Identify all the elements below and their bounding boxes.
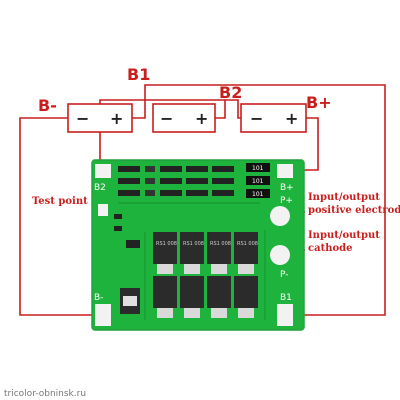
pad-b-minus (95, 304, 111, 326)
label-io-cathode-2: cathode (308, 243, 352, 254)
wire-b2 (215, 99, 241, 119)
smd-part (114, 226, 122, 231)
smd-part (114, 214, 122, 219)
pad-p-plus (270, 206, 290, 226)
resistor-2-code: 101 (252, 178, 264, 185)
label-io-positive-2: positive electrode (308, 205, 400, 216)
pcb-label-p-minus: P- (280, 270, 288, 280)
battery-1-plus: + (110, 109, 123, 128)
resistor-2: 101 (246, 176, 270, 185)
battery-cell-2: − + (152, 103, 216, 133)
battery-3-plus: + (285, 109, 298, 128)
resistor-3: 101 (246, 189, 270, 198)
pcb-label-p-plus: P+ (280, 196, 293, 206)
resistor-1-code: 101 (252, 165, 264, 172)
pad-b-plus (277, 164, 293, 178)
resistor-1: 101 (246, 163, 270, 172)
mosfet-marking: RS1 008 (156, 241, 177, 247)
battery-2-minus: − (160, 109, 173, 128)
battery-cell-3: − + (240, 103, 307, 133)
label-b1: B1 (127, 65, 150, 84)
protection-ic-row-1 (118, 166, 234, 172)
test-point-pad (98, 204, 108, 216)
wire-b2-down (99, 99, 225, 165)
label-b-plus: B+ (306, 93, 332, 112)
mosfet-row-bottom (153, 276, 258, 318)
mosfet-marking: RS1 008 (237, 241, 258, 247)
protection-ic-row-3 (118, 190, 234, 196)
pcb-label-b-minus: B- (94, 293, 103, 303)
mosfet-row-top: RS1 008 RS1 008 RS1 008 RS1 008 (153, 232, 258, 274)
battery-cell-1: − + (67, 103, 133, 133)
label-io-cathode-1: Input/output (308, 230, 380, 241)
pad-p-minus (270, 245, 290, 265)
shunt-resistor (120, 288, 140, 314)
label-b2: B2 (219, 83, 242, 102)
battery-1-minus: − (76, 109, 89, 128)
pcb-label-b1: B1 (280, 293, 292, 303)
label-b-minus: B- (38, 96, 57, 115)
credit-text: tricolor-obninsk.ru (4, 389, 86, 399)
pad-b1 (277, 304, 293, 326)
battery-3-minus: − (250, 109, 263, 128)
pad-b2 (95, 164, 111, 178)
smd-part (126, 240, 140, 248)
pcb-traces (118, 202, 266, 320)
mosfet-marking: RS1 008 (183, 241, 204, 247)
pcb-label-b2: B2 (94, 183, 106, 193)
battery-2-plus: + (195, 109, 208, 128)
resistor-3-code: 101 (252, 191, 264, 198)
bms-pcb: B2 B+ P+ P- B- B1 (91, 159, 305, 331)
label-test-point: Test point (32, 196, 88, 207)
protection-ic-row-2 (118, 178, 234, 184)
mosfet-marking: RS1 008 (210, 241, 231, 247)
label-io-positive-1: Input/output (308, 192, 380, 203)
pcb-label-b-plus: B+ (280, 183, 294, 193)
wire-b-minus (19, 117, 103, 316)
wire-b1 (132, 84, 386, 316)
